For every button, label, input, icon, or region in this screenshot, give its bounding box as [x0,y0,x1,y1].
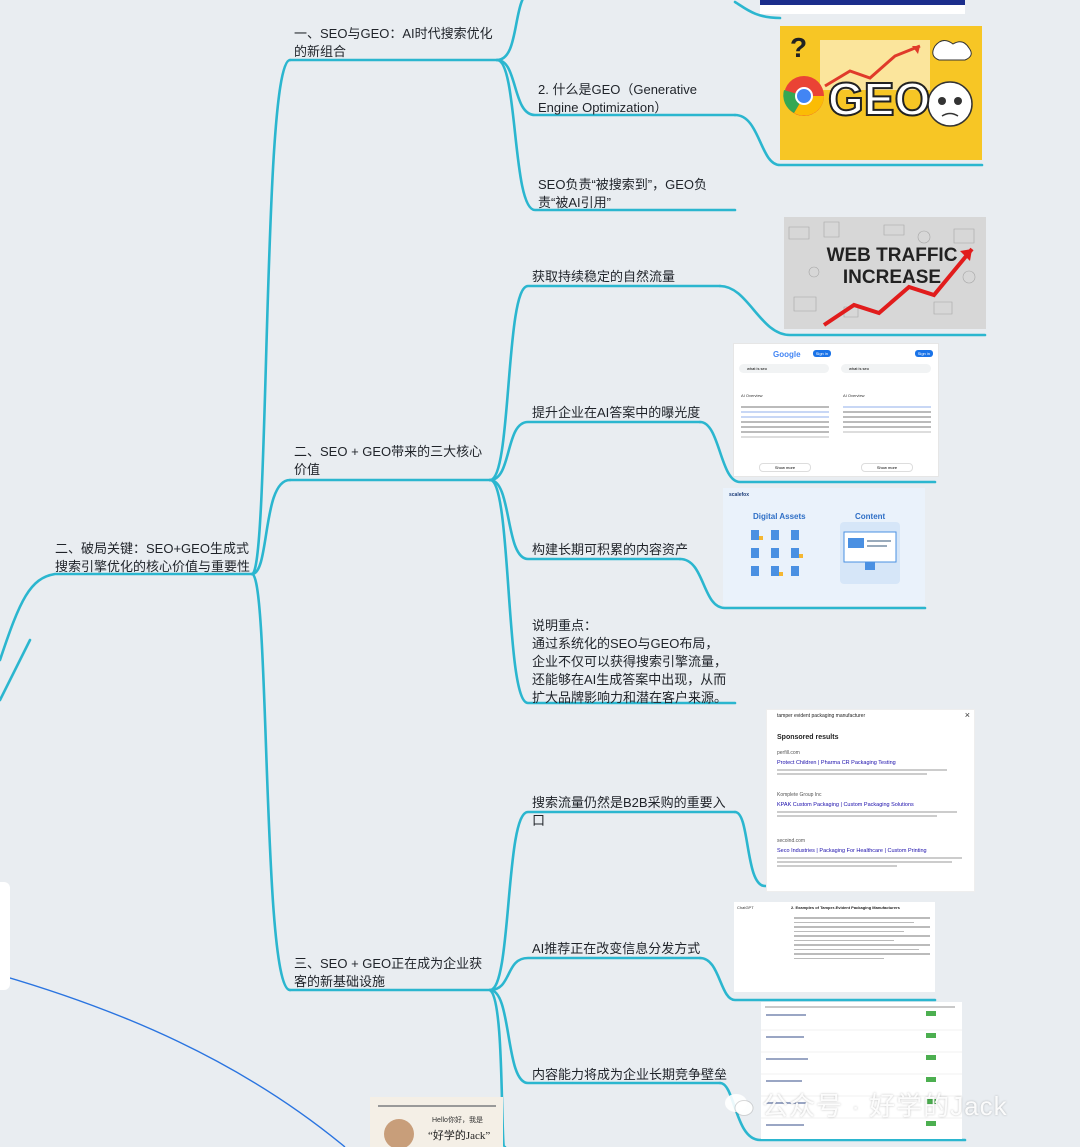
web-traffic-art [788,221,976,327]
side-panel [0,882,10,990]
profile-card-image[interactable]: Hello你好，我是 “好学的Jack” [370,1097,503,1147]
content-label: Content [855,512,886,521]
ad-1-domain: perfill.com [777,750,800,756]
sponsored-results-image[interactable]: tamper evident packaging manufacturer × … [766,709,975,892]
watermark-text: 公众号 · 好学的Jack [762,1091,1008,1121]
sign-in-button-right: Sign in [914,350,933,357]
close-icon: × [964,710,970,720]
sec2-item-traffic[interactable]: 获取持续稳定的自然流量 [532,269,676,284]
sponsored-heading: Sponsored results [777,734,839,741]
web-traffic-line1: WEB TRAFFIC [826,245,958,266]
profile-text-lines [378,1105,496,1107]
section-2-title[interactable]: 二、SEO + GEO带来的三大核心价值 [294,444,483,477]
show-more-button-right: Show more [861,463,913,472]
keyword-table-image[interactable] [761,1002,962,1139]
sec1-item-seo-vs-geo[interactable]: SEO负责“被搜索到”，GEO负责“被AI引用” [538,177,708,210]
web-traffic-title: WEB TRAFFIC INCREASE [812,245,972,289]
digital-assets-label: Digital Assets [753,512,806,521]
scalefox-logo: scalefox [729,492,750,498]
profile-name: “好学的Jack” [428,1130,491,1142]
wechat-watermark: 公众号 · 好学的Jack [724,1086,1008,1123]
digital-assets-art [751,522,900,584]
sec2-item-note[interactable]: 说明重点： 通过系统化的SEO与GEO布局，企业不仅可以获得搜索引擎流量，还能够… [532,618,728,705]
wechat-icon [724,1093,754,1117]
sec3-item-content-moat[interactable]: 内容能力将成为企业长期竞争壁垒 [532,1067,728,1082]
chatgpt-answer-image[interactable]: ChatGPT 2. Examples of Tamper-Evident Pa… [734,902,935,992]
profile-avatar [384,1119,414,1147]
sponsored-ad-2: Komplete Group Inc KPAK Custom Packaging… [777,792,967,817]
geo-illustration-text: GEO [827,72,931,126]
ai-overview-label-right: AI Overview [843,393,865,398]
sec3-item-ai-recommend[interactable]: AI推荐正在改变信息分发方式 [532,941,701,956]
top-image-partial[interactable] [760,0,965,14]
google-logo: Google [773,350,801,359]
ad-3-title: Seco Industries | Packaging For Healthca… [777,848,927,854]
overview-text-lines-right [843,403,931,436]
chatgpt-heading: 2. Examples of Tamper-Evident Packaging … [791,905,900,910]
keyword-table-art [761,1006,962,1126]
google-search-box: what is seo [739,364,829,373]
sec3-item-b2b-search[interactable]: 搜索流量仍然是B2B采购的重要入口 [532,795,726,828]
sign-in-button: Sign in [812,350,831,357]
ad-2-domain: Komplete Group Inc [777,792,822,798]
section-1-title[interactable]: 一、SEO与GEO：AI时代搜索优化的新组合 [294,26,493,59]
sec1-item-geo[interactable]: 2. 什么是GEO（Generative Engine Optimization… [538,82,697,115]
overview-text-lines [741,403,829,441]
geo-illustration-art [783,40,973,127]
google-ai-overview-image[interactable]: Google Sign in what is seo AI Overview S… [733,343,939,477]
ad-3-domain: secoind.com [777,838,806,844]
question-mark-icon: ? [790,32,808,63]
web-traffic-image[interactable]: WEB TRAFFIC INCREASE [784,217,986,329]
digital-assets-image[interactable]: scalefox Digital Assets Content [723,488,925,606]
google-panel-right: Sign in what is seo AI Overview Show mor… [839,347,935,472]
sponsored-query: tamper evident packaging manufacturer [777,713,866,719]
ad-2-title: KPAK Custom Packaging | Custom Packaging… [777,802,914,808]
sec2-item-ai-exposure[interactable]: 提升企业在AI答案中的曝光度 [532,405,701,420]
google-panel-left: Google Sign in what is seo AI Overview S… [737,347,833,472]
chatgpt-label: ChatGPT [737,905,754,910]
ad-1-title: Protect Children | Pharma CR Packaging T… [777,760,896,766]
web-traffic-line2: INCREASE [842,267,942,288]
sponsored-ad-3: secoind.com Seco Industries | Packaging … [777,838,967,867]
show-more-button: Show more [759,463,811,472]
ai-overview-label: AI Overview [741,393,763,398]
section-3-title[interactable]: 三、SEO + GEO正在成为企业获客的新基础设施 [294,956,483,989]
geo-illustration-image[interactable]: ? GEO [780,26,982,160]
profile-greeting: Hello你好，我是 [432,1117,483,1124]
root-topic[interactable]: 二、破局关键：SEO+GEO生成式搜索引擎优化的核心价值与重要性 [55,541,251,574]
google-search-box-right: what is seo [841,364,931,373]
chatgpt-text-lines [794,914,930,962]
sponsored-ad-1: perfill.com Protect Children | Pharma CR… [777,750,967,775]
sec2-item-content-assets[interactable]: 构建长期可积累的内容资产 [532,542,689,557]
